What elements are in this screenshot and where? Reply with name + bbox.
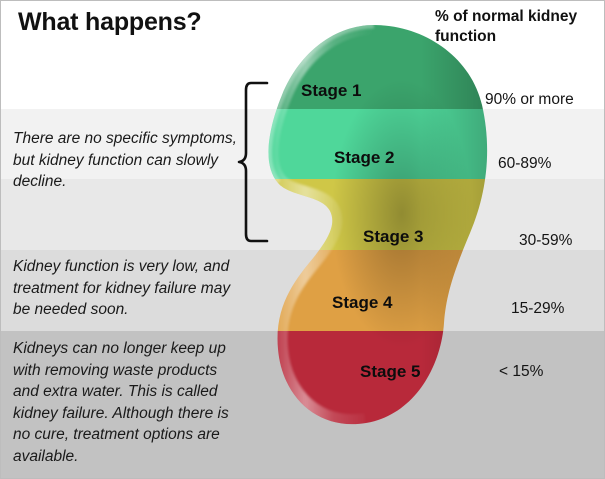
stage-label-3: Stage 3: [363, 227, 424, 246]
stage-label-5: Stage 5: [360, 362, 421, 381]
description-stage-5: Kidneys can no longer keep up with remov…: [13, 340, 229, 465]
percent-label-stage-5: < 15%: [499, 363, 544, 380]
kidney-shape: [268, 25, 488, 425]
percent-label-stage-1: 90% or more: [485, 91, 574, 108]
description-stages-1-3: There are no specific symptoms, but kidn…: [13, 130, 237, 190]
description-stage-4: Kidney function is very low, and treatme…: [13, 258, 231, 318]
percent-label-stage-3: 30-59%: [519, 232, 573, 249]
stage-label-4: Stage 4: [332, 293, 393, 312]
page-title: What happens?: [18, 8, 202, 36]
stage-label-2: Stage 2: [334, 148, 395, 167]
percent-label-stage-4: 15-29%: [511, 300, 565, 317]
legend-title: % of normal kidney function: [435, 8, 578, 45]
percent-label-stage-2: 60-89%: [498, 155, 552, 172]
kidney-illustration: [256, 23, 491, 431]
stage-label-1: Stage 1: [301, 81, 362, 100]
